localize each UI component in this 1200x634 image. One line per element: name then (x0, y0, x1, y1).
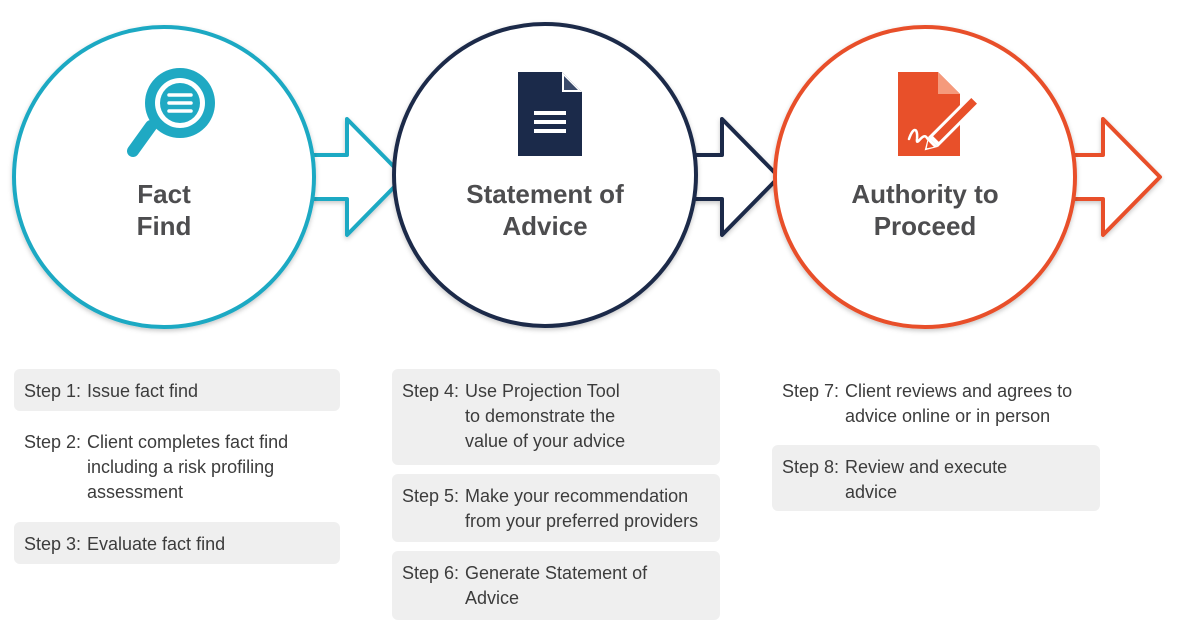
step-text: Client completes fact find including a r… (87, 432, 289, 502)
step-text: Client reviews and agrees to advice onli… (845, 381, 1073, 426)
step-text: Generate Statement of Advice (465, 563, 648, 608)
step-label: Step 8: (782, 457, 840, 477)
step-1: Step 1: Issue fact find (14, 369, 340, 411)
step-label: Step 4: (402, 381, 460, 401)
magnifier-list-icon (127, 68, 215, 157)
step-label: Step 2: (24, 432, 82, 452)
document-icon (518, 72, 582, 156)
step-text: Make your recommendation from your prefe… (465, 486, 699, 531)
step-label: Step 7: (782, 381, 840, 401)
step-text: Issue fact find (87, 381, 199, 401)
stage-circle-statement-of-advice (392, 22, 698, 328)
step-label: Step 6: (402, 563, 460, 583)
stage-title-statement-of-advice: Statement of Advice (466, 179, 624, 241)
step-text: Evaluate fact find (87, 534, 226, 554)
step-2: Step 2: Client completes fact find inclu… (14, 420, 340, 510)
step-label: Step 5: (402, 486, 460, 506)
signed-document-pencil-icon (898, 72, 984, 156)
stage-circle-authority-to-proceed (773, 25, 1077, 329)
step-label: Step 3: (24, 534, 82, 554)
step-text: Review and execute advice (845, 457, 1008, 502)
process-diagram (12, 22, 1162, 329)
step-7: Step 7: Client reviews and agrees to adv… (772, 369, 1100, 437)
step-8: Step 8: Review and execute advice (772, 445, 1100, 511)
step-4: Step 4: Use Projection Tool to demonstra… (392, 369, 720, 465)
stage-circle-fact-find (12, 25, 316, 329)
step-text: Use Projection Tool to demonstrate the v… (465, 381, 626, 451)
stage-title-authority-to-proceed: Authority to Proceed (851, 179, 999, 241)
stage-title-fact-find: Fact Find (136, 179, 192, 241)
step-3: Step 3: Evaluate fact find (14, 522, 340, 564)
step-6: Step 6: Generate Statement of Advice (392, 551, 720, 620)
step-5: Step 5: Make your recommendation from yo… (392, 474, 720, 542)
step-label: Step 1: (24, 381, 82, 401)
